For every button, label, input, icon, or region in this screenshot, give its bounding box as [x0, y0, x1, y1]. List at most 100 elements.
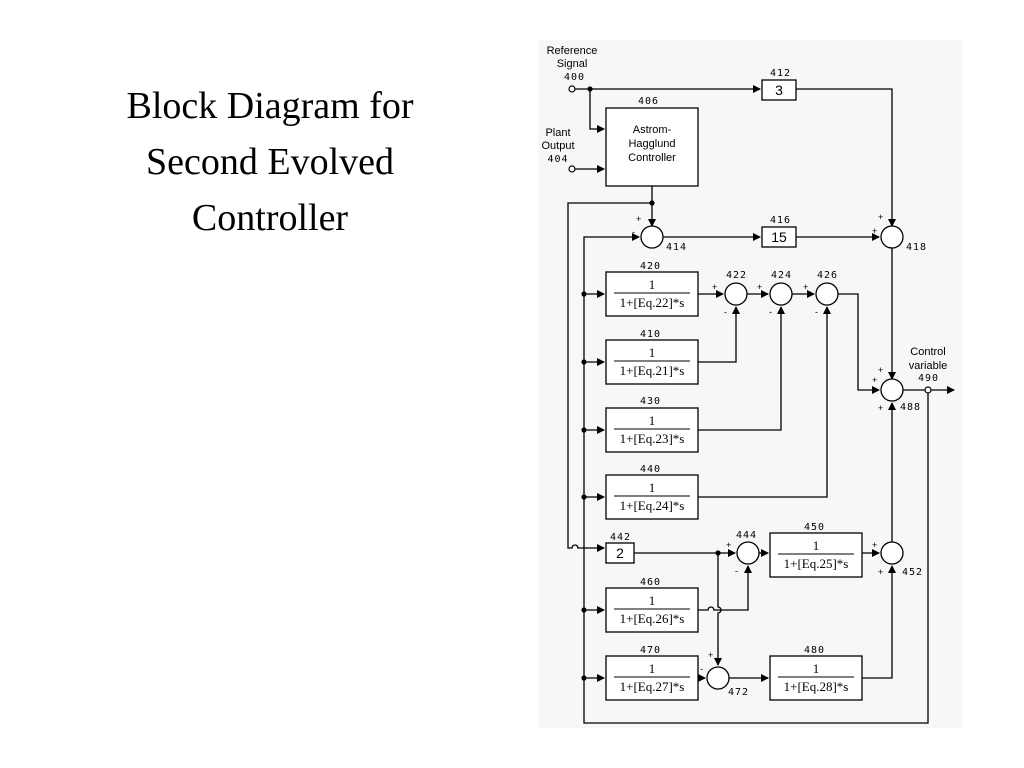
filter-450-denominator: 1+[Eq.25]*s — [784, 556, 849, 571]
plant-output-label-2: Output — [541, 140, 574, 152]
filter-420-denominator: 1+[Eq.22]*s — [620, 295, 685, 310]
junction-418-number: 418 — [906, 242, 927, 253]
controller-number: 406 — [638, 96, 659, 107]
sign-472-left: - — [700, 664, 703, 674]
gain-412-block — [761, 79, 797, 101]
filter-410-block — [605, 339, 699, 385]
summing-junction-444 — [736, 541, 760, 565]
sign-422-left: + — [712, 282, 717, 292]
gain-442-number: 442 — [610, 532, 631, 543]
sign-488-top: + — [878, 365, 883, 375]
filter-410-number: 410 — [640, 329, 661, 340]
sign-424-bottom: - — [769, 307, 772, 317]
sign-414-left: - — [632, 227, 635, 237]
control-variable-number: 490 — [918, 373, 939, 384]
wire-430-to-424 — [698, 306, 785, 431]
title-line-1: Block Diagram for — [126, 85, 414, 127]
filter-440-numerator: 1 — [649, 480, 656, 495]
junction-422-number: 422 — [726, 270, 747, 281]
block-diagram: Reference Signal 400 Plant Output 404 40… — [538, 40, 962, 728]
reference-number: 400 — [564, 72, 585, 83]
summing-junction-426 — [815, 282, 839, 306]
feedback-taps — [581, 290, 605, 682]
sign-426-bottom: - — [815, 307, 818, 317]
plant-output-terminal — [568, 165, 576, 173]
junction-426-number: 426 — [817, 270, 838, 281]
gain-416-number: 416 — [770, 215, 791, 226]
filter-420-number: 420 — [640, 261, 661, 272]
filter-430-numerator: 1 — [649, 413, 656, 428]
junction-452-number: 452 — [902, 567, 923, 578]
sign-488-left: + — [872, 375, 877, 385]
filter-480-block — [769, 655, 863, 701]
reference-terminal — [568, 85, 576, 93]
summing-junction-414 — [640, 225, 664, 249]
filter-450-block — [769, 532, 863, 578]
wire-460-to-444 — [698, 565, 752, 611]
summing-junction-424 — [769, 282, 793, 306]
filter-480-denominator: 1+[Eq.28]*s — [784, 679, 849, 694]
sign-424-left: + — [757, 282, 762, 292]
sign-444-bottom: - — [735, 566, 738, 576]
filter-430-number: 430 — [640, 396, 661, 407]
junction-472-number: 472 — [728, 687, 749, 698]
sign-444-left: + — [726, 540, 731, 550]
plant-output-number: 404 — [547, 154, 568, 165]
control-variable-label-1: Control — [910, 346, 945, 358]
summing-junction-422 — [724, 282, 748, 306]
wire-480-to-452 — [862, 565, 896, 679]
filter-440-number: 440 — [640, 464, 661, 475]
sign-472-top: + — [708, 650, 713, 660]
filter-470-numerator: 1 — [649, 661, 656, 676]
filter-440-block — [605, 474, 699, 520]
wire-410-to-422 — [698, 306, 740, 363]
sign-426-left: + — [803, 282, 808, 292]
summing-junction-452 — [880, 541, 904, 565]
plant-output-label-1: Plant — [545, 127, 570, 139]
filter-460-denominator: 1+[Eq.26]*s — [620, 611, 685, 626]
filter-410-denominator: 1+[Eq.21]*s — [620, 363, 685, 378]
gain-416-value: 15 — [771, 229, 787, 245]
filter-440-denominator: 1+[Eq.24]*s — [620, 498, 685, 513]
controller-label-2: Hagglund — [628, 138, 675, 150]
wire-feedback-bus — [583, 233, 929, 724]
sign-452-left: + — [872, 540, 877, 550]
sign-418-top: + — [878, 212, 883, 222]
filter-480-numerator: 1 — [813, 661, 820, 676]
gain-412-value: 3 — [775, 82, 783, 98]
wire-426-to-488 — [838, 293, 880, 394]
wire-controller-to-gain2 — [567, 202, 652, 552]
title-line-2: Second Evolved — [145, 141, 394, 183]
filter-410-numerator: 1 — [649, 345, 656, 360]
filter-460-numerator: 1 — [649, 593, 656, 608]
filter-460-number: 460 — [640, 577, 661, 588]
control-variable-label-2: variable — [909, 360, 948, 372]
reference-label-1: Reference — [547, 45, 598, 57]
filter-480-number: 480 — [804, 645, 825, 656]
sign-418-left: + — [872, 226, 877, 236]
summing-junction-472 — [706, 666, 730, 690]
junction-414-number: 414 — [666, 242, 687, 253]
control-variable-terminal — [924, 386, 932, 394]
title-line-3: Controller — [191, 197, 349, 239]
wire-ref-to-controller — [589, 89, 605, 133]
junction-424-number: 424 — [771, 270, 792, 281]
summing-junction-488 — [880, 378, 904, 402]
slide-title: Block Diagram for Second Evolved Control… — [60, 78, 480, 246]
wire-gain2-to-472 — [714, 553, 722, 666]
reference-label-2: Signal — [557, 58, 588, 70]
summing-junction-418 — [880, 225, 904, 249]
wire-gain3-to-418 — [796, 88, 896, 227]
filter-470-block — [605, 655, 699, 701]
astrom-hagglund-controller-block — [605, 107, 699, 187]
sign-452-bottom: + — [878, 567, 883, 577]
junction-488-number: 488 — [900, 402, 921, 413]
gain-412-number: 412 — [770, 68, 791, 79]
filter-450-numerator: 1 — [813, 538, 820, 553]
wire-440-to-426 — [698, 306, 831, 498]
controller-label-1: Astrom- — [633, 124, 672, 136]
sign-422-bottom: - — [724, 307, 727, 317]
filter-470-denominator: 1+[Eq.27]*s — [620, 679, 685, 694]
junction-444-number: 444 — [736, 530, 757, 541]
filter-450-number: 450 — [804, 522, 825, 533]
